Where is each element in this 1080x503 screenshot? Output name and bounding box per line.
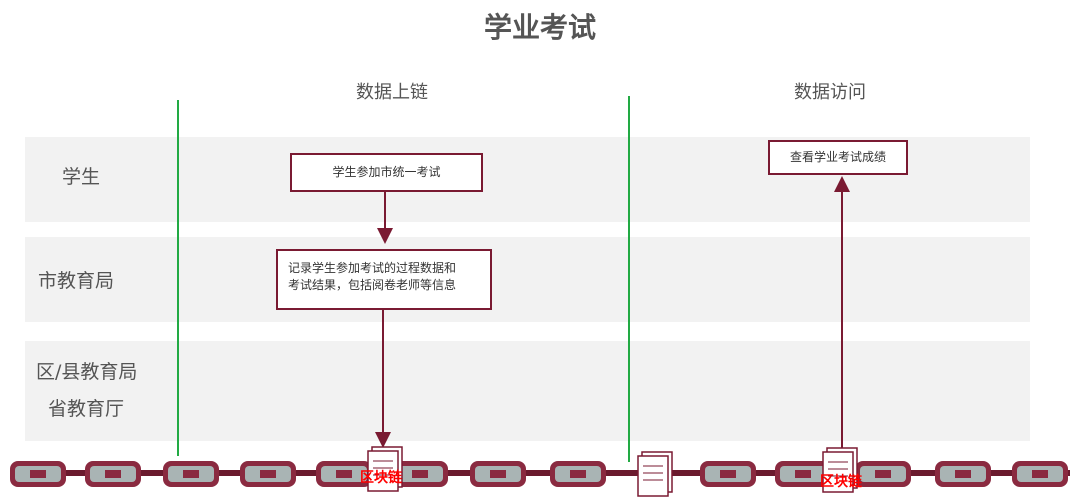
row-label-city-bureau: 市教育局: [38, 270, 115, 292]
view-scores-box: 查看学业考试成绩: [768, 140, 908, 175]
blockchain-label-left: 区块链: [360, 470, 402, 486]
block-document-icon-middle: [637, 451, 673, 497]
record-box: 记录学生参加考试的过程数据和 考试结果，包括阅卷老师等信息: [276, 249, 492, 310]
exam-box: 学生参加市统一考试: [290, 153, 483, 192]
page-title: 学业考试: [483, 11, 596, 44]
phase-divider-left: [177, 100, 179, 456]
row-label-province-bureau: 省教育厅: [48, 398, 125, 420]
record-box-line-2: 考试结果，包括阅卷老师等信息: [288, 278, 457, 292]
column-header-upload: 数据上链: [356, 82, 428, 103]
column-header-access: 数据访问: [794, 82, 866, 103]
phase-divider-middle: [628, 96, 630, 462]
row-band-city-bureau: [25, 237, 1030, 322]
blockchain-chain: [10, 461, 1070, 487]
row-band-district-bureau: [25, 341, 1030, 441]
record-box-line-1: 记录学生参加考试的过程数据和: [288, 261, 457, 275]
blockchain-label-right: 区块链: [820, 474, 862, 490]
row-label-district-bureau: 区/县教育局: [36, 361, 138, 383]
row-label-student: 学生: [62, 166, 101, 188]
